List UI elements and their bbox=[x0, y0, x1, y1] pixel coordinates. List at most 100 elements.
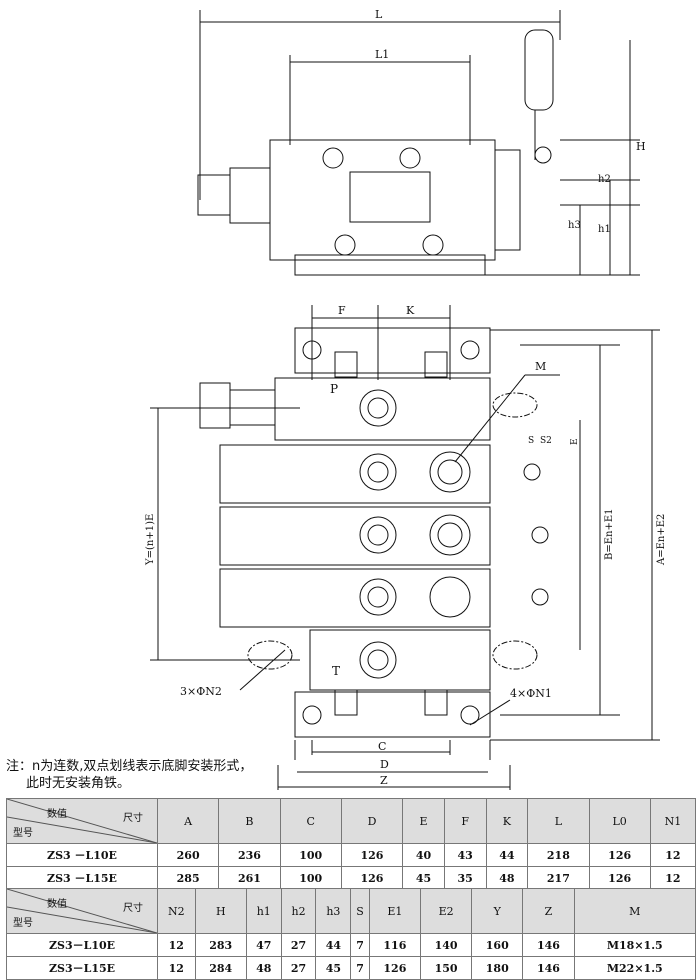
value-cell: 12 bbox=[649, 843, 697, 867]
dim-S2: S2 bbox=[540, 436, 552, 446]
dim-Y: Y=(n+1)E bbox=[145, 514, 156, 566]
port-P: P bbox=[330, 382, 338, 396]
dim-A: A=En+E2 bbox=[656, 514, 667, 566]
column-header: h2 bbox=[280, 888, 317, 934]
column-header: Y bbox=[471, 888, 524, 934]
side-view: L L1 H h2 h3 h1 bbox=[197, 8, 646, 276]
value-cell: 261 bbox=[218, 866, 281, 890]
note: 注：n为连数,双点划线表示底脚安装形式， 此时无安装角铁。 bbox=[6, 758, 252, 792]
value-cell: 218 bbox=[527, 843, 590, 867]
value-cell: 180 bbox=[471, 956, 524, 980]
value-cell: 40 bbox=[402, 843, 445, 867]
corner-model: 型号 bbox=[13, 918, 33, 929]
dim-Z: Z bbox=[380, 774, 388, 787]
value-cell: 100 bbox=[279, 843, 342, 867]
column-header: C bbox=[279, 798, 342, 844]
column-header: K bbox=[485, 798, 529, 844]
column-header: N1 bbox=[649, 798, 697, 844]
column-header: F bbox=[443, 798, 487, 844]
dim-N1: 4×ΦN1 bbox=[510, 687, 552, 700]
value-cell: 100 bbox=[279, 866, 342, 890]
bottom-dimensions: D Z bbox=[277, 758, 511, 790]
column-header: E1 bbox=[368, 888, 421, 934]
value-cell: 47 bbox=[245, 933, 282, 957]
value-cell: 160 bbox=[471, 933, 524, 957]
dim-h3: h3 bbox=[568, 220, 581, 231]
column-header: E2 bbox=[419, 888, 473, 934]
dim-L: L bbox=[375, 8, 383, 21]
value-cell: 27 bbox=[280, 933, 317, 957]
value-cell: 12 bbox=[157, 956, 196, 980]
value-cell: 45 bbox=[402, 866, 445, 890]
value-cell: 43 bbox=[443, 843, 487, 867]
value-cell: 126 bbox=[368, 956, 421, 980]
value-cell: 45 bbox=[315, 956, 352, 980]
value-cell: 116 bbox=[368, 933, 421, 957]
model-cell: ZS3－L15E bbox=[6, 956, 158, 980]
column-header: M bbox=[573, 888, 697, 934]
note-line1: 注：n为连数,双点划线表示底脚安装形式， bbox=[6, 759, 253, 774]
value-cell: 217 bbox=[527, 866, 590, 890]
model-cell: ZS3 －L15E bbox=[6, 866, 158, 890]
dim-B: B=En+E1 bbox=[604, 508, 615, 560]
value-cell: 27 bbox=[280, 956, 317, 980]
dim-D: D bbox=[380, 758, 389, 771]
corner-model: 型号 bbox=[13, 828, 33, 839]
value-cell: 12 bbox=[157, 933, 196, 957]
column-header: B bbox=[218, 798, 281, 844]
column-header: h1 bbox=[245, 888, 282, 934]
corner-header: 数值 尺寸 型号 bbox=[6, 798, 158, 844]
dim-E: E bbox=[570, 438, 580, 445]
value-cell: 12 bbox=[649, 866, 697, 890]
value-cell: 260 bbox=[156, 843, 220, 867]
model-cell: ZS3－L10E bbox=[6, 933, 158, 957]
column-header: N2 bbox=[157, 888, 196, 934]
column-header: L0 bbox=[588, 798, 651, 844]
plan-view: F K P T M S S2 Y=(n+1)E E B=En+E1 A=En+E… bbox=[145, 304, 667, 760]
dim-C: C bbox=[378, 740, 386, 753]
dim-h1: h1 bbox=[598, 224, 611, 235]
value-cell: 7 bbox=[350, 956, 370, 980]
value-cell: 44 bbox=[315, 933, 352, 957]
valve-drawing: L L1 H h2 h3 h1 F K P T M S S2 Y=(n+1)E … bbox=[145, 8, 667, 760]
note-line2: 此时无安装角铁。 bbox=[26, 776, 131, 791]
value-cell: 48 bbox=[245, 956, 282, 980]
dim-N2: 3×ΦN2 bbox=[180, 685, 222, 698]
value-cell: 146 bbox=[522, 956, 575, 980]
corner-header: 数值 尺寸 型号 bbox=[6, 888, 158, 934]
dim-H: H bbox=[636, 140, 646, 153]
dim-S: S bbox=[528, 436, 534, 446]
value-cell: 284 bbox=[194, 956, 247, 980]
column-header: Z bbox=[522, 888, 575, 934]
value-cell: M22×1.5 bbox=[573, 956, 697, 980]
column-header: D bbox=[340, 798, 404, 844]
value-cell: 283 bbox=[194, 933, 247, 957]
value-cell: 150 bbox=[419, 956, 473, 980]
corner-dimension: 尺寸 bbox=[123, 813, 143, 824]
dim-L1: L1 bbox=[375, 48, 389, 61]
corner-dimension: 尺寸 bbox=[123, 903, 143, 914]
column-header: E bbox=[402, 798, 445, 844]
column-header: L bbox=[527, 798, 590, 844]
value-cell: 126 bbox=[340, 866, 404, 890]
column-header: A bbox=[156, 798, 220, 844]
value-cell: 35 bbox=[443, 866, 487, 890]
column-header: h3 bbox=[315, 888, 352, 934]
dim-F: F bbox=[338, 304, 346, 317]
value-cell: M18×1.5 bbox=[573, 933, 697, 957]
column-header: S bbox=[350, 888, 370, 934]
corner-value: 数值 bbox=[47, 809, 67, 820]
column-header: H bbox=[194, 888, 247, 934]
value-cell: 236 bbox=[218, 843, 281, 867]
value-cell: 146 bbox=[522, 933, 575, 957]
value-cell: 126 bbox=[340, 843, 404, 867]
corner-value: 数值 bbox=[47, 899, 67, 910]
port-T: T bbox=[332, 664, 340, 678]
